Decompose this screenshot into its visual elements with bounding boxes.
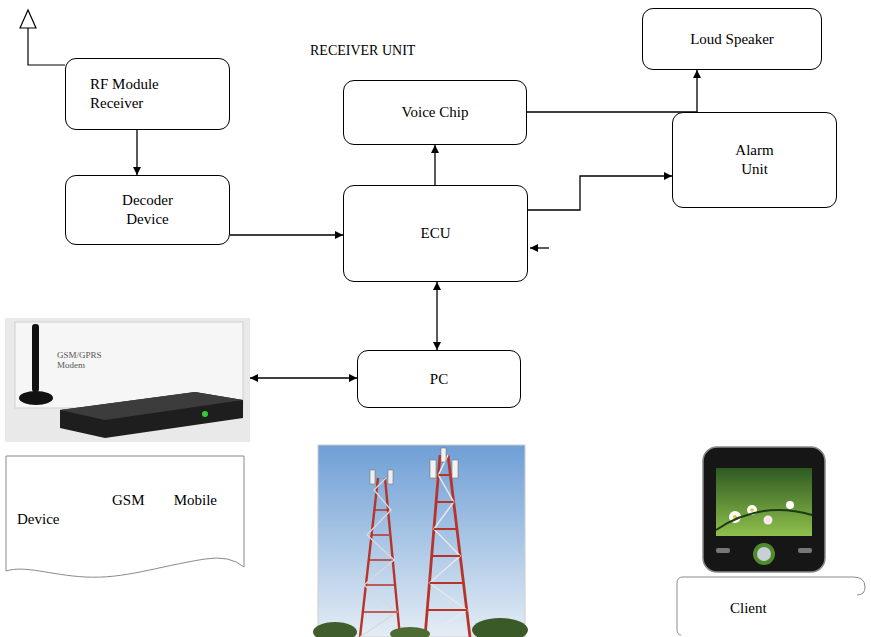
process-box: Voice Chip xyxy=(343,80,527,145)
section-heading: RECEIVER UNIT xyxy=(310,42,415,59)
box-label: ECU xyxy=(421,224,451,243)
client-shape-outline xyxy=(675,575,868,637)
process-box: Loud Speaker xyxy=(642,8,822,70)
connector-arrow xyxy=(136,130,137,175)
box-label: Loud Speaker xyxy=(690,30,774,49)
connector-arrow xyxy=(230,234,343,235)
connector-arrow xyxy=(250,377,357,378)
process-box: Alarm Unit xyxy=(672,112,837,208)
box-label: PC xyxy=(430,370,448,389)
box-label: Alarm Unit xyxy=(727,141,782,179)
connector-arrow xyxy=(434,145,435,185)
input-arrow xyxy=(530,247,549,248)
controller-box: ECU xyxy=(343,185,528,282)
connector-arrow xyxy=(528,176,672,210)
box-label: Client xyxy=(730,599,767,618)
phone-photo xyxy=(703,447,825,572)
box-label: GSM Mobile Device xyxy=(17,491,217,529)
process-box: RF Module Receiver xyxy=(65,58,230,130)
process-box: Decoder Device xyxy=(65,175,230,245)
connector-arrow xyxy=(527,70,697,112)
modem-picture: GSM/GPRS Modem xyxy=(5,318,250,442)
box-label: Decoder Device xyxy=(113,191,183,229)
client-shape: Client xyxy=(675,575,868,637)
document-shape: GSM Mobile Device xyxy=(5,455,245,580)
tower-photo xyxy=(313,445,528,637)
antenna-symbol xyxy=(20,10,65,65)
process-box: PC xyxy=(357,350,521,408)
box-label: Voice Chip xyxy=(402,103,469,122)
modem-picture-outline xyxy=(5,318,250,442)
box-label: GSM/GPRS Modem xyxy=(57,350,115,370)
box-label: RF Module Receiver xyxy=(90,75,175,113)
connector-arrow xyxy=(436,282,437,350)
